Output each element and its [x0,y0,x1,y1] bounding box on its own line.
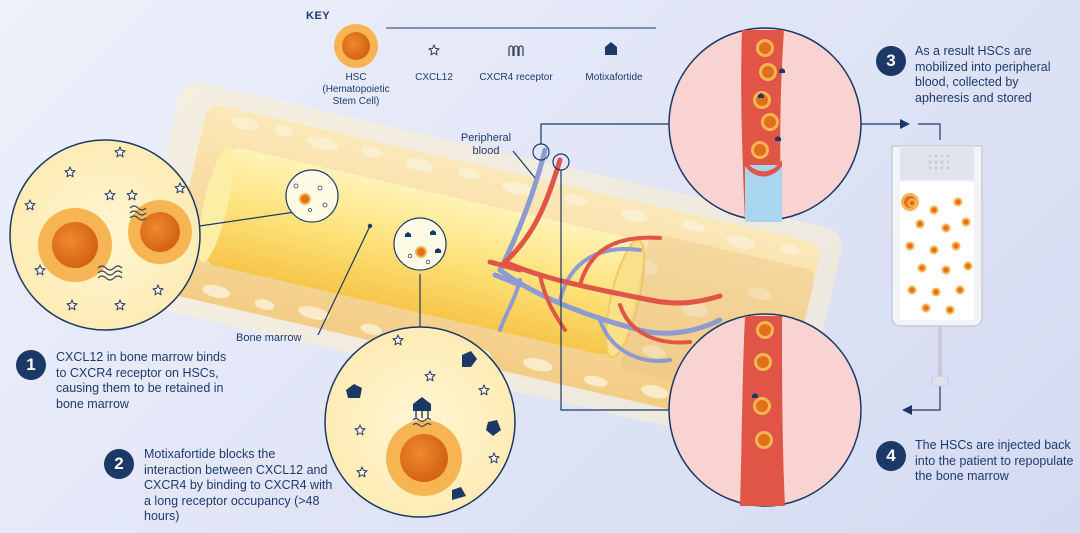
key-motixafortide-icon [605,42,617,55]
zoom-circle-retention [9,139,201,331]
key-cxcr4-icon [508,45,524,56]
zoom-circle-blocking [324,326,516,518]
vessel-network [487,147,723,363]
key-cxcl12-icon [428,44,440,56]
step-3-badge: 3 [876,46,906,76]
step-4-text: The HSCs are injected back into the pati… [915,438,1074,483]
key-cxcr4-label: CXCR4 receptor [479,72,553,83]
hsc-cell [386,420,462,496]
peripheral-blood-label: Peripheral blood [460,132,512,157]
key-cxcl12-label: CXCL12 [415,72,453,83]
key-hsc-icon [334,24,378,68]
zoom-circle-mobilized [668,27,862,222]
step-4-badge: 4 [876,441,906,471]
step-3-text: As a result HSCs are mobilized into peri… [915,44,1051,105]
marrow-zoom-spot-1 [285,169,339,223]
zoom-circle-injected [668,313,862,507]
marrow-zoom-spot-2 [393,217,447,271]
key-motixafortide-label: Motixafortide [585,72,643,83]
step-1-text: CXCL12 in bone marrow binds to CXCR4 rec… [56,350,227,411]
key-title: KEY [306,10,331,22]
step-1-badge: 1 [16,350,46,380]
apheresis-bag [891,145,983,387]
step-2-badge: 2 [104,449,134,479]
step-2-text: Motixafortide blocks the interaction bet… [144,447,333,523]
bone-marrow-label: Bone marrow [236,332,302,344]
hsc-cell [38,208,112,282]
key-hsc-label: HSC (Hematopoietic Stem Cell) [322,72,390,107]
hsc-cell [128,200,192,264]
